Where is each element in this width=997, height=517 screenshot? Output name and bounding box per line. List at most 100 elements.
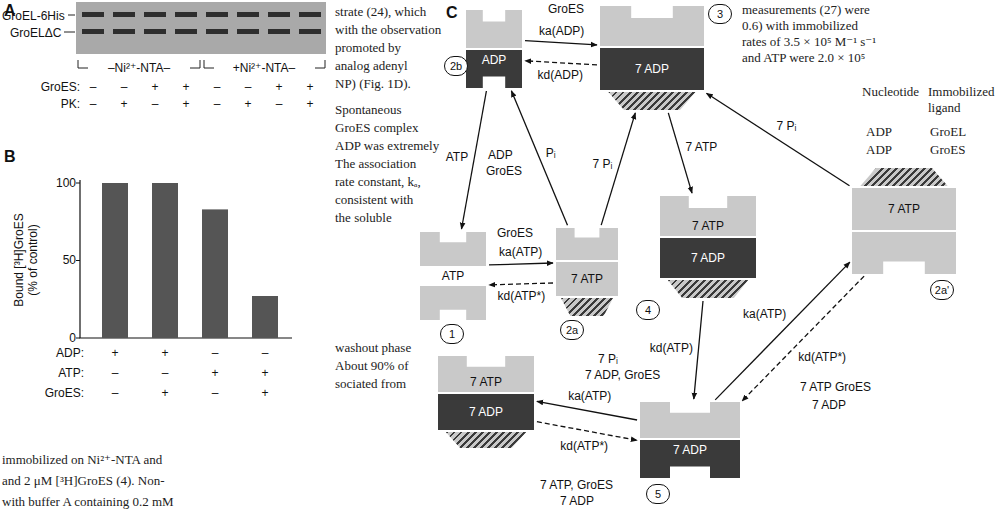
groel-state: 7 ATP 7 ADP <box>438 356 534 448</box>
text-label: consistent with <box>335 192 413 208</box>
text-label: 7 ADP <box>560 494 594 508</box>
text-label: – <box>262 346 269 360</box>
text-label: rate constant, kₐ, <box>335 174 421 190</box>
text-label: Bound [³H]GroES (% of control) <box>12 205 40 315</box>
text-label: analog adenyl <box>335 58 408 74</box>
text-label: 7 Pᵢ <box>598 352 618 366</box>
reaction-arrow <box>537 401 637 420</box>
nucleotide-label: 7 ADP <box>635 62 669 76</box>
text-label: 7 ADP, GroES <box>585 368 660 382</box>
text-label: NP) (Fig. 1D). <box>335 76 411 92</box>
reverse-reaction-arrow <box>537 422 637 441</box>
text-label: ADP <box>866 142 892 158</box>
state-number-circle: 1 <box>440 324 464 344</box>
text-label: and ATP were 2.0 × 10⁵ <box>742 50 865 66</box>
rate-label: ATP <box>445 150 469 164</box>
nucleotide-label: ADP <box>482 53 507 67</box>
text-label: C <box>446 4 458 22</box>
text-label: + <box>161 386 168 400</box>
groel-ring <box>420 232 486 266</box>
text-label: ATP: <box>58 366 84 380</box>
reaction-arrow <box>694 301 703 399</box>
text-label: – <box>212 346 219 360</box>
nucleotide-label: 7 ADP <box>673 443 707 457</box>
text-label: + <box>261 366 268 380</box>
nucleotide-label: 7 ATP <box>888 202 920 216</box>
text-label: 0.6) with immobilized <box>742 18 858 34</box>
nucleotide-label: 7 ADP <box>691 251 725 265</box>
text-label: promoted by <box>335 40 401 56</box>
rate-label: kd(ATP*) <box>497 289 547 303</box>
text-label: GroEL-6His <box>2 9 65 23</box>
text-label: GroES <box>486 164 522 178</box>
text-label: 7 ATP, GroES <box>540 478 613 492</box>
nucleotide-label: 7 ATP <box>692 219 724 233</box>
text-label: rates of 3.5 × 10⁵ M⁻¹ s⁻¹ <box>742 34 876 50</box>
text-label: Immobilized ligand <box>928 84 994 116</box>
text-label: measurements (27) were <box>742 2 870 18</box>
groes-cap <box>860 168 947 186</box>
rate-label: kd(ATP*) <box>797 350 847 364</box>
reverse-reaction-arrow <box>489 283 553 285</box>
text-label: Nucleotide <box>862 84 919 100</box>
text-label: and 2 μM [³H]GroES (4). Non- <box>2 473 165 489</box>
groel-state: 7 ADP <box>600 6 704 110</box>
state-number-circle: 2a' <box>930 280 954 300</box>
groel-ring: 7 ATP <box>438 356 534 392</box>
gel-bands <box>82 12 321 34</box>
state-number-circle: 2a <box>560 320 584 340</box>
groel-ring <box>640 402 740 438</box>
gel-image <box>76 2 326 54</box>
text-label: +Ni²⁺-NTA– <box>233 61 295 75</box>
state-number-circle: 5 <box>646 484 670 504</box>
groel-ring: 7 ATP <box>660 196 756 236</box>
groel-state: 7 ATP 7 ADP <box>660 196 756 298</box>
text-label: + <box>182 97 189 111</box>
groel-state: 7 ADP <box>640 402 740 478</box>
text-label: – <box>112 386 119 400</box>
text-label: 7 ATP GroES <box>800 380 871 394</box>
nucleotide-label: 7 ADP <box>469 405 503 419</box>
text-label: – <box>245 80 252 94</box>
groel-ring: 7 ADP <box>640 440 740 478</box>
leader-lines <box>64 15 75 32</box>
text-label: – <box>152 97 159 111</box>
text-label: washout phase <box>335 340 411 356</box>
bar-chart <box>76 180 292 338</box>
text-label: + <box>120 97 127 111</box>
text-label: GroES: <box>41 80 80 94</box>
text-label: ADP <box>866 124 892 140</box>
groel-state: 7 ATP <box>556 228 618 316</box>
text-label: – <box>121 80 128 94</box>
text-label: + <box>306 97 313 111</box>
text-label: + <box>182 80 189 94</box>
rate-label: ka(ATP) <box>742 307 787 321</box>
text-label: About 90% of <box>335 358 409 374</box>
rate-label: 7 Pᵢ <box>592 157 614 171</box>
state-number: 4 <box>645 304 651 316</box>
nucleotide-label: 7 ATP <box>571 272 603 286</box>
text-label: GroES complex <box>335 120 418 136</box>
text-label: + <box>161 346 168 360</box>
text-label: 50 <box>63 253 76 267</box>
reaction-arrow <box>489 263 553 265</box>
text-label: + <box>244 97 251 111</box>
text-label: – <box>90 97 97 111</box>
state-number: 2a' <box>935 284 949 296</box>
text-label: – <box>112 366 119 380</box>
reaction-arrow <box>707 93 850 185</box>
text-label: – <box>162 366 169 380</box>
reaction-arrow <box>525 41 597 45</box>
groes-cap <box>608 92 695 110</box>
text-label: – <box>212 386 219 400</box>
state-number: 2b <box>450 60 462 72</box>
text-label: GroES <box>930 142 965 158</box>
state-number-circle: 4 <box>636 300 660 320</box>
text-label: GroES <box>497 226 533 240</box>
text-label: ADP was extremely <box>335 138 439 154</box>
text-label: 100 <box>56 176 76 190</box>
text-label: PK: <box>61 97 80 111</box>
text-label: ADP: <box>56 346 84 360</box>
text-label: with buffer A containing 0.2 mM <box>2 494 174 510</box>
